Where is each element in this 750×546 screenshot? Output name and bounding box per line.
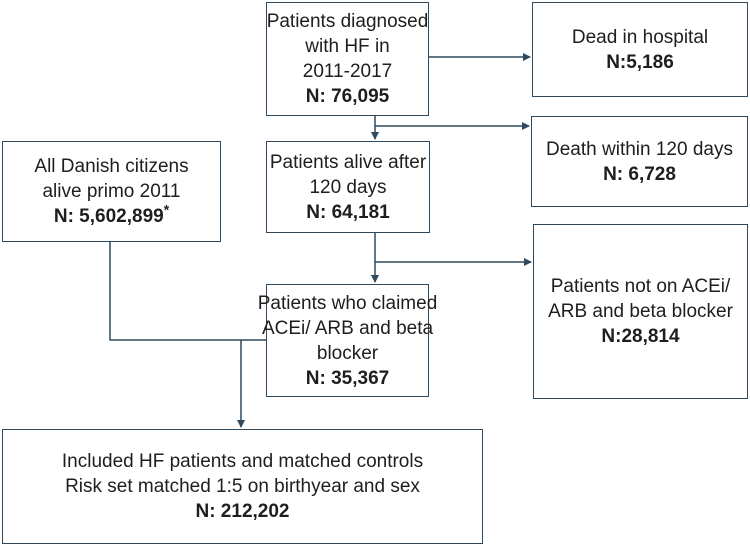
box-danish-line-1: All Danish citizens — [34, 156, 189, 177]
box-danish-line-2: alive primo 2011 — [42, 181, 181, 202]
box-alive-120-line-1: Patients alive after — [269, 151, 427, 173]
box-death-120-line-1: Death within 120 days — [546, 138, 733, 160]
box-alive-120: Patients alive after 120 days N: 64,181 — [266, 141, 430, 233]
box-claimed: Patients who claimed ACEi/ ARB and beta … — [258, 284, 437, 397]
box-death-120-count: N: 6,728 — [603, 163, 676, 185]
box-claimed-line-2: ACEi/ ARB and beta — [261, 317, 434, 339]
box-danish-footnote-mark: * — [163, 201, 170, 218]
box-dead-hospital-count: N:5,186 — [606, 51, 674, 73]
box-diagnosed-line-2: with HF in — [305, 36, 390, 57]
box-diagnosed-line-3: 2011-2017 — [302, 61, 393, 82]
box-death-120: Death within 120 days N: 6,728 — [531, 116, 748, 207]
box-claimed-line-1: Patients who claimed — [257, 292, 438, 314]
box-included-count: N: 212,202 — [195, 501, 290, 522]
box-danish-citizens: All Danish citizens alive primo 2011 N: … — [2, 141, 221, 242]
line-danish-to-join — [109, 241, 266, 341]
box-dead-hospital-line-1: Dead in hospital — [571, 26, 709, 48]
box-included: Included HF patients and matched control… — [2, 429, 483, 544]
box-danish-count-line: N: 5,602,899* — [53, 201, 170, 229]
box-included-line-2: Risk set matched 1:5 on birthyear and se… — [65, 476, 420, 497]
box-not-on-treatment: Patients not on ACEi/ ARB and beta block… — [533, 224, 748, 399]
box-danish-count: N: 5,602,899 — [53, 206, 164, 227]
box-not-on-line-2: ARB and beta blocker — [548, 301, 733, 322]
box-dead-hospital: Dead in hospital N:5,186 — [532, 2, 748, 97]
box-diagnosed-count: N: 76,095 — [305, 86, 390, 107]
box-diagnosed: Patients diagnosed with HF in 2011-2017 … — [266, 2, 429, 116]
box-not-on-count: N:28,814 — [601, 326, 680, 347]
box-claimed-count: N: 35,367 — [305, 367, 390, 389]
box-included-line-1: Included HF patients and matched control… — [61, 451, 424, 472]
box-alive-120-count: N: 64,181 — [306, 201, 390, 223]
box-diagnosed-line-1: Patients diagnosed — [266, 11, 429, 32]
box-claimed-line-3: blocker — [316, 342, 379, 364]
box-alive-120-line-2: 120 days — [309, 176, 387, 198]
box-not-on-line-1: Patients not on ACEi/ — [550, 276, 731, 297]
